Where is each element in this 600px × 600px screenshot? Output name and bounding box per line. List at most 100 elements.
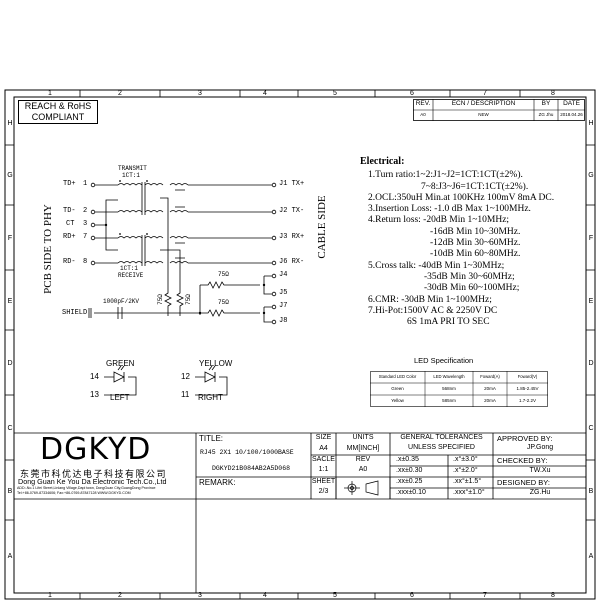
tolerance-cell: .xx°±1.5° xyxy=(453,478,482,485)
tolerance-cell: .x°±2.0° xyxy=(453,467,478,474)
scale-label: SACLE xyxy=(312,456,335,463)
ruler-col-7: 7 xyxy=(483,592,487,599)
yellow-led-pin-b: 11 xyxy=(181,390,190,399)
company-name-en: Dong Guan Ke You Da Electronic Tech.Co.,… xyxy=(18,477,167,486)
ruler-row-a: A xyxy=(588,553,594,560)
ruler-col-1: 1 xyxy=(48,592,52,599)
shield-label: SHIELD xyxy=(62,309,88,317)
wire-rx-ct xyxy=(160,249,181,290)
rx-secondary-coil xyxy=(144,236,164,264)
pin-rd-plus-name: RD+ xyxy=(63,233,76,241)
green-led-pin-b: 13 xyxy=(90,390,99,399)
electrical-title: Electrical: xyxy=(360,156,405,167)
ruler-row-g: G xyxy=(588,172,594,179)
green-led-wire xyxy=(104,376,137,396)
pin-j4-node xyxy=(271,273,277,279)
part-number: DGKYD21B084AB2A5D068 xyxy=(212,465,291,472)
rx-choke xyxy=(169,236,189,264)
company-contact: Tel:+86-0769-87334606; Fax:+86-0769-8784… xyxy=(17,491,131,495)
ruler-row-h: H xyxy=(588,120,594,127)
tx-secondary-coil xyxy=(144,183,164,213)
led-spec-header: Foward(V) xyxy=(517,374,538,379)
ruler-col-8: 8 xyxy=(551,90,555,97)
wire-j4-j5 xyxy=(263,275,272,295)
checked-value: TW.Xu xyxy=(529,467,551,474)
ruler-row-e: E xyxy=(7,298,13,305)
title-value: RJ45 2X1 10/100/1000BASE xyxy=(200,449,294,456)
pin-j7-node xyxy=(271,304,277,310)
electrical-line: -10dB Min 60~80MHz. xyxy=(430,249,521,260)
pin-j6-node xyxy=(271,260,277,266)
ruler-row-h: H xyxy=(7,120,13,127)
rev-cell-date: 2018.04.26 xyxy=(560,112,583,117)
sheet-value: 2/3 xyxy=(318,488,329,495)
pin-j5-node xyxy=(271,291,277,297)
ruler-col-7: 7 xyxy=(483,90,487,97)
revision-table: REV. ECN / DESCRIPTION BY DATE A0 NEW ZG… xyxy=(413,99,585,121)
electrical-line: 7~8:J3~J6=1CT:1CT(±2%). xyxy=(421,181,529,192)
green-led-side: LEFT xyxy=(110,393,130,402)
approved-label: APPROVED BY: xyxy=(497,434,553,443)
led-spec-cell: 1.7-2.2V xyxy=(518,398,536,403)
ruler-col-3: 3 xyxy=(198,592,202,599)
yellow-led-label: YELLOW xyxy=(199,359,233,368)
tolerance-cell: .xxx±0.10 xyxy=(396,489,426,496)
pin-ct-name: CT xyxy=(66,220,75,228)
led-spec-title: LED Specification xyxy=(414,356,474,365)
ruler-col-4: 4 xyxy=(263,592,267,599)
approved-value: JP.Gong xyxy=(526,444,554,451)
ruler-col-4: 4 xyxy=(263,90,267,97)
led-spec-cell: Yellow xyxy=(391,398,404,403)
designed-label: DESIGNED BY: xyxy=(497,478,550,487)
rev-cell-by: ZG Jhu xyxy=(538,112,554,117)
green-led-arrow xyxy=(117,365,125,371)
pin-j3: J3 RX+ xyxy=(279,233,305,241)
yellow-led-arrow xyxy=(208,365,216,371)
company-address: ADD:-No.1 Lifei Street,Linlang Village,D… xyxy=(17,486,156,490)
rev-header-rev: REV. xyxy=(415,100,431,107)
ruler-col-6: 6 xyxy=(410,90,414,97)
led-spec-table: Standard LED Color LED Wavelength Foward… xyxy=(370,371,548,407)
led-spec-header: LED Wavelength xyxy=(433,374,465,379)
size-label: SIZE xyxy=(315,434,332,441)
led-spec-header: Standard LED Color xyxy=(378,374,417,379)
ruler-row-g: G xyxy=(7,172,13,179)
led-spec-cell: 20mA xyxy=(484,386,496,391)
rev-header-ecn: ECN / DESCRIPTION xyxy=(451,100,516,107)
resistor-a xyxy=(200,281,260,289)
pin-8-node xyxy=(90,260,96,266)
ruler-row-f: F xyxy=(588,235,594,242)
led-spec-cell: 1.85-2.45V xyxy=(516,386,539,391)
reach-line2: COMPLIANT xyxy=(31,112,85,122)
pin-td-minus-name: TD- xyxy=(63,207,76,215)
res-b-label: 75Ω xyxy=(218,299,229,306)
pin-td-minus-num: 2 xyxy=(83,207,88,215)
rev-cell-ecn: NEW xyxy=(478,112,489,117)
green-led-diode xyxy=(113,371,125,383)
wire-tx-ct xyxy=(160,197,169,290)
shield-symbol xyxy=(88,308,92,318)
sheet-label: SHEET xyxy=(311,478,336,485)
resistor-v2 xyxy=(176,290,184,316)
pin-j7: J7 xyxy=(279,302,288,310)
size-value: A4 xyxy=(319,445,328,452)
ruler-row-d: D xyxy=(588,360,594,367)
ruler-col-6: 6 xyxy=(410,592,414,599)
designed-value: ZG.Hu xyxy=(529,489,551,496)
ruler-row-d: D xyxy=(7,360,13,367)
ruler-col-2: 2 xyxy=(118,592,122,599)
pin-7-node xyxy=(90,235,96,241)
pin-j8: J8 xyxy=(279,317,288,325)
ruler-col-2: 2 xyxy=(118,90,122,97)
led-spec-header: Foward(A) xyxy=(480,374,500,379)
ruler-row-c: C xyxy=(588,425,594,432)
led-spec-cell: 568nm xyxy=(442,386,456,391)
pin-j3-node xyxy=(271,235,277,241)
tolerance-cell: .xxx°±1.0° xyxy=(453,489,485,496)
electrical-line: 6S 1mA PRI TO SEC xyxy=(407,317,490,328)
company-logo: DGKYD xyxy=(40,432,152,467)
